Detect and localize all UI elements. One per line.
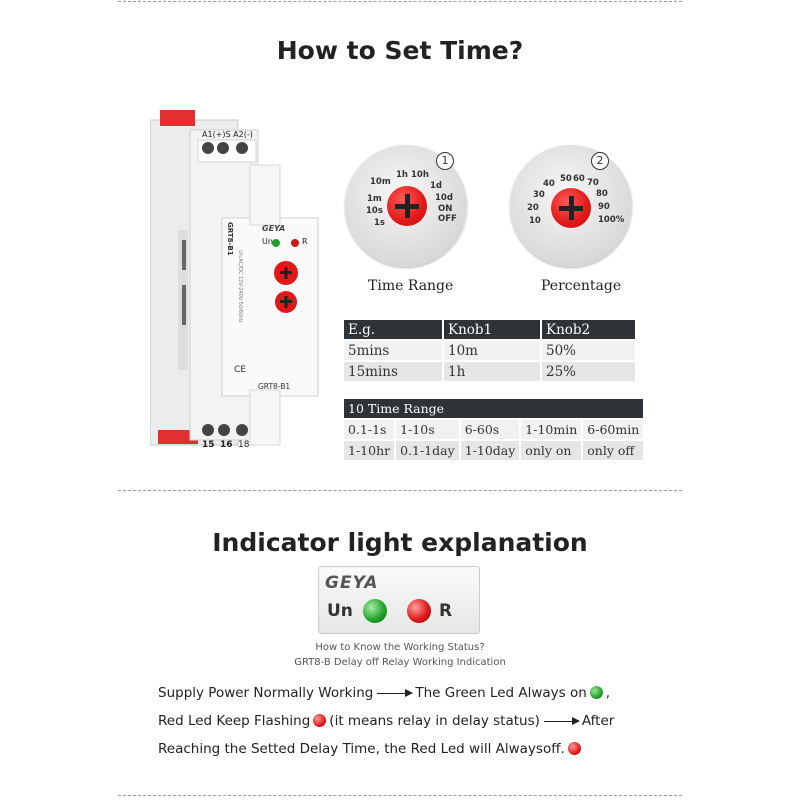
table-cell: only on [521,441,582,460]
explain-line2: Red Led Keep Flashing (it means relay in … [158,713,614,729]
red-led [407,599,431,623]
explain-line1-part-a: Supply Power Normally Working [158,685,374,701]
knob2-badge: 2 [591,152,609,170]
green-dot-icon [589,686,603,699]
knob1-tick: 1d [430,181,442,191]
explain-line3-text: Reaching the Setted Delay Time, the Red … [158,741,565,757]
device-brand: GEYA [262,224,286,233]
knob1-cross [404,194,410,218]
device-model-bottom: GRT8-B1 [258,382,291,391]
knob1-tick: ON [438,204,453,214]
explain-line2-part-b: (it means relay in delay status) [329,713,540,729]
arrow-icon [377,688,414,697]
section-title-indicator: Indicator light explanation [212,528,588,557]
table-cell: 0.1-1day [396,441,459,460]
knob1-tick: 1s [374,218,385,228]
terminal-18: 18 [238,440,250,450]
section-title-set-time: How to Set Time? [276,36,524,65]
knob2-tick: 40 [543,179,555,189]
green-led [363,599,387,623]
knob2-tick: 20 [527,203,539,213]
table-cell: 1-10s [396,420,459,439]
red-dot-icon [313,714,327,727]
explain-line3: Reaching the Setted Delay Time, the Red … [158,741,584,757]
table-cell: 6-60s [460,420,520,439]
knob-percentage: 2 50 60 70 80 90 100% 10 20 30 40 [505,140,645,270]
knob1-tick: 1m [367,194,382,204]
knob2-tick: 30 [533,190,545,200]
arrow-icon [543,716,580,725]
terminal-15: 15 [202,440,215,450]
table-cell: 50% [542,341,635,360]
table-cell: 25% [542,362,635,381]
knob2-tick: 80 [596,189,608,199]
panel-r-label: R [439,601,453,621]
device-model-vertical: GRT8-B1 [226,222,234,256]
device-spec-text: Un:AC/DC 12V-240V 50/60Hz [237,250,243,323]
middle-divider [118,490,682,491]
table-cell: 6-60min [583,420,644,439]
knob2-tick: 50 [560,174,572,184]
relay-device-image: A1(+)S A2(-) GEYA Un R GRT8-B1 Un:AC/DC … [149,110,320,455]
knob-time-range: 1 1h 10h 1d 10d ON OFF 1s 10s 1m 10m [340,140,480,270]
table-row: 1-10hr 0.1-1day 1-10day only on only off [344,441,644,460]
table-cell: 15mins [344,362,442,381]
table-header-cell: Knob1 [444,320,540,339]
knob2-tick: 90 [598,202,610,212]
explain-line2-part-c: After [581,713,615,729]
terminal-16: 16 [220,440,233,450]
knob2-tick: 60 [573,174,585,184]
table-cell: 1-10hr [344,441,395,460]
explain-line1-part-c: , [605,685,611,701]
knob1-tick: 10h [411,170,429,180]
relay-device-drawing [149,110,319,446]
knob2-tick: 100% [598,215,625,225]
top-divider [118,1,682,2]
indicator-panel: GEYA Un R [318,566,480,634]
table-row: 10 Time Range [344,399,644,418]
knob1-tick: 10d [435,193,453,203]
knob1-tick: 10s [366,206,383,216]
table-cell: 1-10day [460,441,520,460]
knob1-tick: 1h [396,170,408,180]
knob2-tick: 10 [529,216,541,226]
table-cell: 0.1-1s [344,420,395,439]
panel-un-label: Un [327,601,353,621]
table-header-cell: E.g. [344,320,442,339]
explain-line2-part-a: Red Led Keep Flashing [158,713,311,729]
explain-line1: Supply Power Normally Working The Green L… [158,685,610,701]
table-row: E.g. Knob1 Knob2 [344,320,635,339]
bottom-divider [118,795,682,796]
table-row: 5mins 10m 50% [344,341,635,360]
knob1-tick: OFF [438,214,457,224]
device-r-label: R [302,237,308,246]
device-ce-mark: CE [234,365,246,375]
knob1-label: Time Range [368,278,454,294]
red-dot-icon [567,742,581,755]
table-cell: 10m [444,341,540,360]
table-row: 0.1-1s 1-10s 6-60s 1-10min 6-60min [344,420,644,439]
top-terminal-label: A1(+)S A2(-) [202,130,253,139]
knob2-cross [568,196,574,220]
table-cell: only off [583,441,644,460]
explain-line1-part-b: The Green Led Always on [415,685,587,701]
table-title: 10 Time Range [344,399,644,418]
table-row: 15mins 1h 25% [344,362,635,381]
knob2-tick: 70 [587,178,599,188]
time-range-table: 10 Time Range 0.1-1s 1-10s 6-60s 1-10min… [342,397,645,462]
caption-line2: GRT8-B Delay off Relay Working Indicatio… [294,657,506,668]
caption-line1: How to Know the Working Status? [315,642,485,653]
table-cell: 1-10min [521,420,582,439]
table-cell: 5mins [344,341,442,360]
knob1-tick: 10m [370,177,391,187]
table-header-cell: Knob2 [542,320,635,339]
panel-brand: GEYA [325,573,379,593]
example-table: E.g. Knob1 Knob2 5mins 10m 50% 15mins 1h… [342,318,637,383]
knob1-badge: 1 [436,152,454,170]
table-cell: 1h [444,362,540,381]
knob2-label: Percentage [541,278,622,294]
device-un-label: Un [262,237,273,246]
